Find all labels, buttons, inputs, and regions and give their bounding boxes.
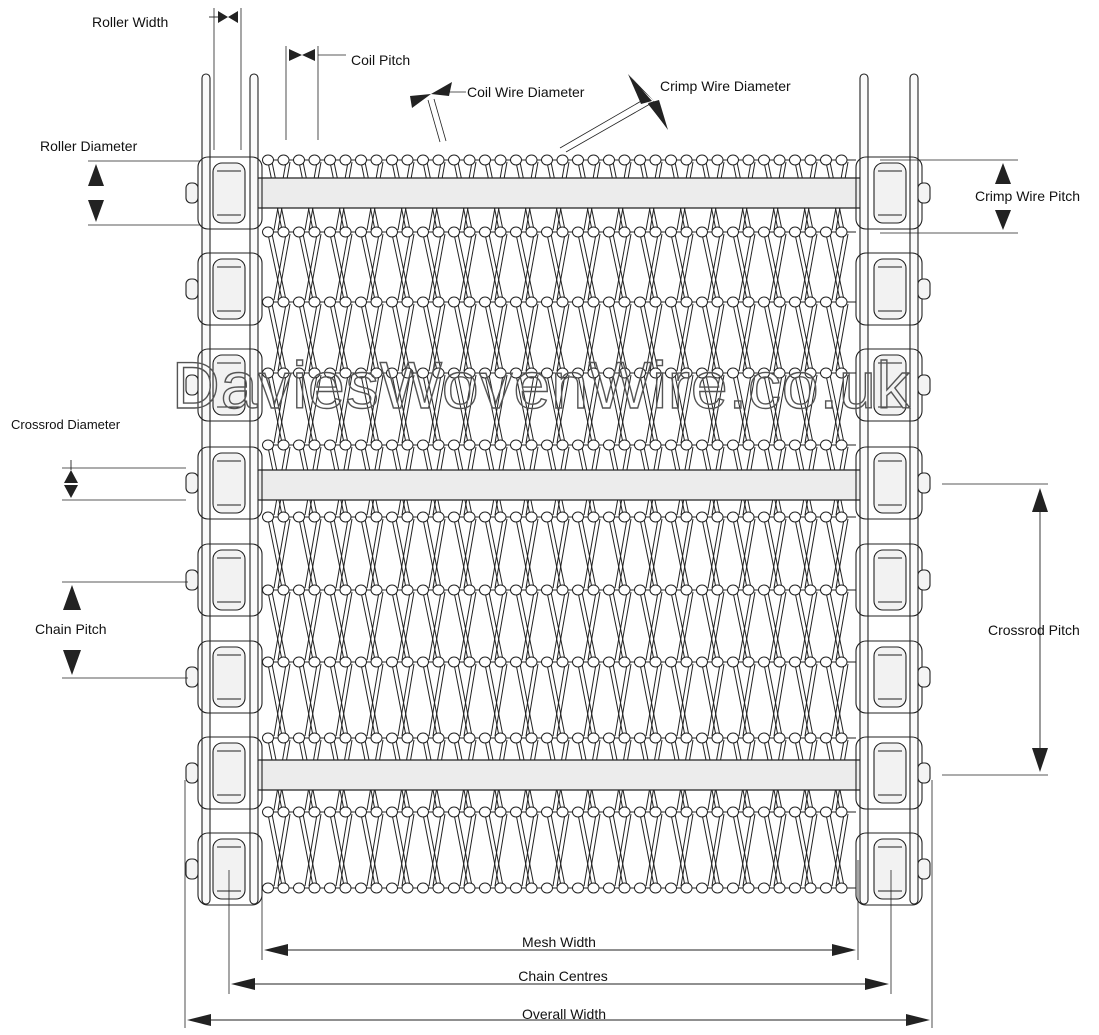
side-chains <box>185 73 931 906</box>
coil-row <box>267 663 849 737</box>
label-crimp-wire-pitch: Crimp Wire Pitch <box>975 188 1080 204</box>
chain-roller <box>212 258 246 320</box>
chain-roller <box>873 838 907 900</box>
label-chain-pitch: Chain Pitch <box>35 621 107 637</box>
chain-roller <box>212 452 246 514</box>
chain-roller <box>873 549 907 611</box>
chain-side <box>855 73 931 906</box>
chain-side <box>185 73 263 906</box>
chain-roller <box>212 549 246 611</box>
labels: Roller Width Coil Pitch Coil Wire Diamet… <box>11 14 1080 1022</box>
woven-mesh <box>262 154 856 894</box>
chain-roller <box>873 452 907 514</box>
crossrod-top <box>255 177 865 209</box>
crimp-wire-pitch-arrow <box>995 163 1011 230</box>
chain-roller <box>873 354 907 416</box>
label-coil-wire-diameter: Coil Wire Diameter <box>467 84 585 100</box>
crossrods <box>255 177 865 791</box>
chain-roller <box>212 742 246 804</box>
coil-row <box>267 303 849 372</box>
label-crossrod-diameter: Crossrod Diameter <box>11 417 121 432</box>
coil-row <box>267 591 849 661</box>
roller-width-arrow <box>218 11 238 23</box>
label-overall-width: Overall Width <box>522 1006 606 1022</box>
chain-roller <box>212 646 246 708</box>
coil-row <box>267 374 849 444</box>
label-chain-centres: Chain Centres <box>518 968 608 984</box>
coil-pitch-arrow <box>289 49 315 61</box>
chain-roller <box>873 646 907 708</box>
chain-roller <box>212 354 246 416</box>
coil-wire-diameter-arrow <box>410 82 452 108</box>
label-roller-width: Roller Width <box>92 14 168 30</box>
chain-roller <box>873 742 907 804</box>
coil-row <box>267 813 849 887</box>
crimp-wire-row <box>262 732 856 744</box>
crimp-wire-row <box>262 154 856 166</box>
roller-diameter-arrow <box>88 164 104 222</box>
dimension-lines <box>62 8 1048 1028</box>
label-crossrod-pitch: Crossrod Pitch <box>988 622 1080 638</box>
crossrod-diameter-arrow <box>64 470 78 498</box>
crimp-wire-row <box>262 439 856 451</box>
chain-pitch-arrow <box>63 585 81 675</box>
crimp-wire-row <box>262 806 856 818</box>
crimp-wire-row <box>262 296 856 308</box>
watermark: DaviesWovenWire.co.uk <box>172 348 911 422</box>
crossrod-bottom <box>255 759 865 791</box>
crossrod-middle <box>255 469 865 501</box>
crimp-wire-row <box>262 656 856 668</box>
chain-roller <box>873 162 907 224</box>
crimp-wire-row <box>262 882 856 894</box>
dimension-arrows <box>63 11 1048 1026</box>
label-mesh-width: Mesh Width <box>522 934 596 950</box>
crimp-wire-row <box>262 584 856 596</box>
chain-roller <box>212 162 246 224</box>
crimp-wire-row <box>262 367 856 379</box>
label-crimp-wire-diameter: Crimp Wire Diameter <box>660 78 791 94</box>
label-roller-diameter: Roller Diameter <box>40 138 138 154</box>
crimp-wire-row <box>262 511 856 523</box>
crimp-wire-row <box>262 226 856 238</box>
coil-row <box>267 233 849 301</box>
coil-row <box>267 518 849 589</box>
label-coil-pitch: Coil Pitch <box>351 52 410 68</box>
chain-roller <box>873 258 907 320</box>
